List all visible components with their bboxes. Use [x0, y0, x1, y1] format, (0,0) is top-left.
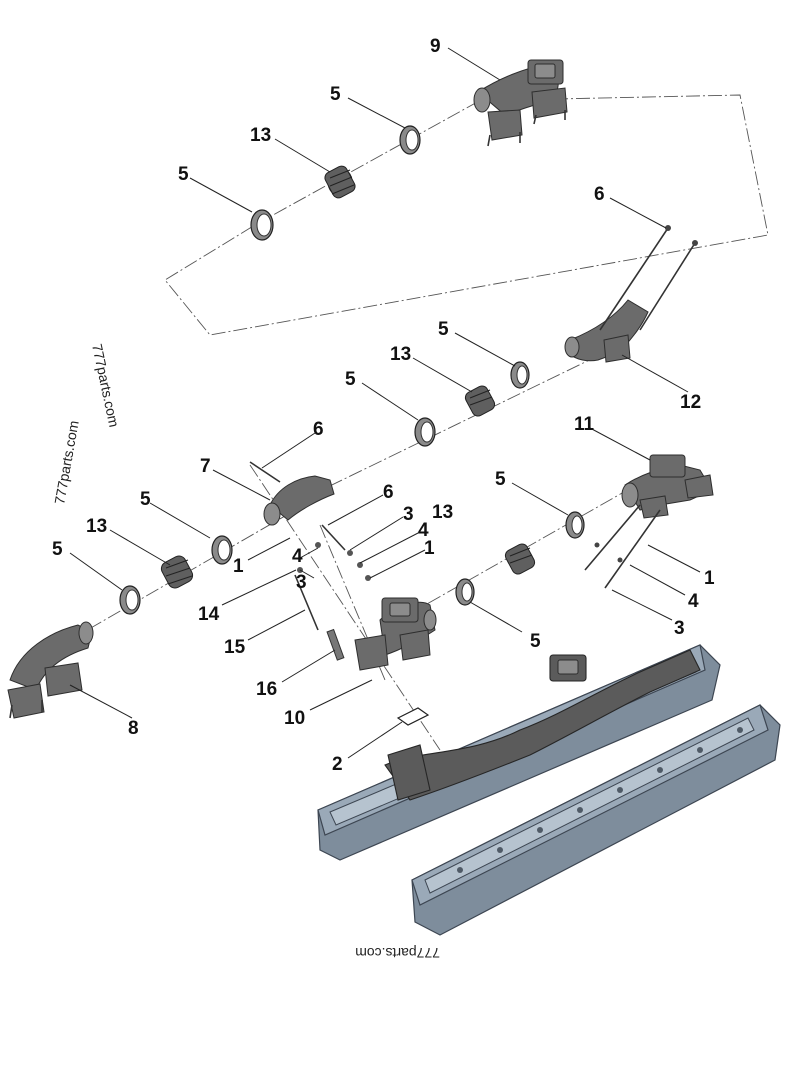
callout-13: 13 — [390, 344, 411, 365]
clamp-5-left-lower — [119, 585, 141, 615]
callout-4: 4 — [418, 520, 429, 541]
part-8-elbow-manifold — [7, 621, 94, 719]
part-9-elbow-manifold — [473, 59, 568, 147]
callout-5: 5 — [530, 631, 541, 652]
bellows-13-right — [504, 543, 536, 575]
clamp-5-left-upper — [211, 535, 233, 565]
callout-14: 14 — [198, 604, 220, 625]
bellows-13-mid — [464, 385, 496, 417]
callout-5: 5 — [178, 164, 189, 185]
watermark-text: 777parts.com — [89, 342, 122, 428]
hardware-center — [294, 524, 371, 661]
callout-labels: 9 5 13 5 6 5 13 12 5 6 11 7 6 3 4 1 5 13… — [52, 36, 715, 775]
clamp-5-right-lower — [565, 511, 585, 539]
gasket-2 — [396, 707, 430, 726]
callout-1: 1 — [424, 538, 435, 559]
part-10-manifold — [354, 597, 437, 671]
callout-6: 6 — [594, 184, 605, 205]
callout-7: 7 — [200, 456, 211, 477]
callout-13: 13 — [86, 516, 107, 537]
callout-8: 8 — [128, 718, 139, 739]
exhaust-manifold-assembly — [384, 649, 701, 801]
callout-11: 11 — [574, 414, 595, 435]
callout-6: 6 — [383, 482, 394, 503]
callout-5: 5 — [140, 489, 151, 510]
bellows-13-top — [324, 165, 356, 199]
callout-3: 3 — [296, 572, 307, 593]
callout-13: 13 — [432, 502, 453, 523]
part-7-elbow — [249, 461, 335, 526]
leader-lines — [69, 47, 701, 759]
callout-16: 16 — [256, 679, 277, 700]
callout-12: 12 — [680, 392, 701, 413]
callout-5: 5 — [52, 539, 63, 560]
callout-10: 10 — [284, 708, 305, 729]
callout-5: 5 — [345, 369, 356, 390]
watermark-text: 777parts.com — [51, 419, 81, 505]
callout-9: 9 — [430, 36, 441, 57]
bolts-6-upper — [599, 225, 698, 331]
part-12-elbow — [564, 299, 649, 363]
callout-15: 15 — [224, 637, 246, 658]
callout-1: 1 — [233, 556, 244, 577]
callout-5: 5 — [495, 469, 506, 490]
callout-6: 6 — [313, 419, 324, 440]
callout-5: 5 — [438, 319, 449, 340]
callout-3: 3 — [403, 504, 414, 525]
clamp-5-top-right — [399, 125, 421, 155]
watermark-text: 777parts.com — [355, 945, 440, 961]
callout-1: 1 — [704, 568, 715, 589]
studs-right — [584, 504, 661, 589]
part-11-manifold — [621, 454, 714, 519]
callout-2: 2 — [332, 754, 343, 775]
cylinder-heads-lower-row — [411, 704, 781, 936]
callout-3: 3 — [674, 618, 685, 639]
clamp-5-mid-right — [510, 361, 530, 389]
clamp-5-center-lower — [455, 578, 475, 606]
callout-4: 4 — [292, 546, 303, 567]
bellows-13-left — [160, 555, 194, 589]
callout-5: 5 — [330, 84, 341, 105]
callout-13: 13 — [250, 125, 271, 146]
clamp-5-top-left — [250, 209, 274, 241]
callout-4: 4 — [688, 591, 699, 612]
clamp-5-mid-left — [414, 417, 436, 447]
